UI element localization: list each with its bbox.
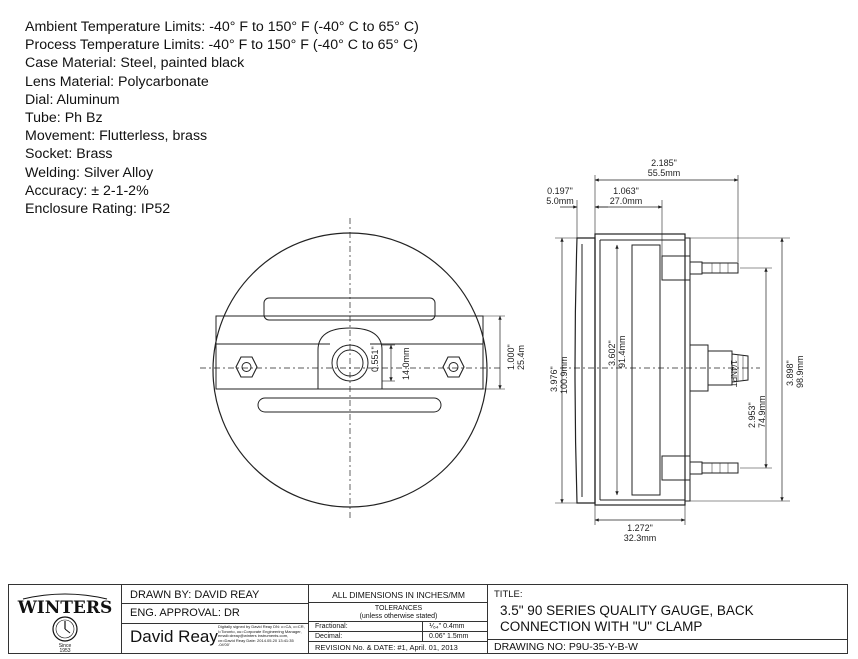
all-dimensions-note: ALL DIMENSIONS IN INCHES/MM <box>332 590 465 600</box>
bore-dimension-inch: 0.551" <box>370 346 380 372</box>
logo-cell: WINTERS Since 1953 <box>9 585 122 654</box>
logo-year: 1953 <box>59 648 70 653</box>
dial-diameter-mm: 91.4mm <box>617 335 627 368</box>
tolerances-heading: TOLERANCES <box>374 605 423 612</box>
spec-welding: Welding: Silver Alloy <box>25 164 154 181</box>
signature-note: Digitally signed by David Reay DN: c=CA,… <box>218 624 305 648</box>
outer-diameter-mm: 100.9mm <box>559 356 569 394</box>
bore-dimension-mm: 14.0mm <box>401 347 411 380</box>
overall-depth-inch: 2.185" <box>651 158 677 168</box>
decimal-value: 0.06" 1.5mm <box>429 633 469 640</box>
front-height-mm: 25.4m <box>516 345 526 370</box>
spec-process-temperature: Process Temperature Limits: -40° F to 15… <box>25 37 419 54</box>
specifications-list: Ambient Temperature Limits: -40° F to 15… <box>25 18 419 218</box>
fractional-label: Fractional: <box>315 623 348 630</box>
tolerances-cell: ALL DIMENSIONS IN INCHES/MM TOLERANCES (… <box>309 585 488 653</box>
case-depth-mm: 27.0mm <box>610 196 643 206</box>
title-line-1: 3.5" 90 SERIES QUALITY GAUGE, BACK <box>500 603 754 618</box>
logo-text: WINTERS <box>17 598 113 618</box>
thread-label: 1/4NPT <box>729 360 738 387</box>
decimal-label: Decimal: <box>315 633 343 640</box>
fractional-value: ⅟₆₄" 0.4mm <box>429 623 465 630</box>
flange-diameter-mm: 98.9mm <box>795 355 805 388</box>
approval-cell: DRAWN BY: DAVID REAY ENG. APPROVAL: DR D… <box>122 585 309 653</box>
tolerances-subheading: (unless otherwise stated) <box>359 613 438 620</box>
title-block: WINTERS Since 1953 DRAWN BY: DAVID REAY … <box>8 584 848 654</box>
bottom-dimension-mm: 32.3mm <box>624 533 657 543</box>
stud-spacing-mm: 74.9mm <box>757 395 767 428</box>
engineering-approval: ENG. APPROVAL: DR <box>130 607 240 619</box>
spec-movement: Movement: Flutterless, brass <box>25 128 208 145</box>
bezel-width-mm: 5.0mm <box>546 196 574 206</box>
title-label: TITLE: <box>494 589 523 600</box>
spec-dial: Dial: Aluminum <box>25 91 120 108</box>
dial-diameter-inch: 3.602" <box>607 340 617 366</box>
spec-case-material: Case Material: Steel, painted black <box>25 55 245 72</box>
spec-ambient-temperature: Ambient Temperature Limits: -40° F to 15… <box>25 19 419 35</box>
spec-socket: Socket: Brass <box>25 146 113 163</box>
spec-enclosure-rating: Enclosure Rating: IP52 <box>25 201 171 218</box>
title-cell: TITLE: 3.5" 90 SERIES QUALITY GAUGE, BAC… <box>488 585 847 653</box>
side-view: 1/4NPT 2.185" 55.5mm 0.197" 5.0mm 1.063"… <box>546 158 805 543</box>
title-line-2: CONNECTION WITH "U" CLAMP <box>500 619 703 634</box>
technical-drawing: 0.551" 14.0mm 1.000" 25.4m <box>200 158 805 543</box>
stud-spacing-inch: 2.953" <box>747 402 757 428</box>
signature: David Reay <box>130 627 218 646</box>
bottom-dimension-inch: 1.272" <box>627 523 653 533</box>
logo-since: Since <box>59 643 72 649</box>
case-depth-inch: 1.063" <box>613 186 639 196</box>
spec-lens-material: Lens Material: Polycarbonate <box>25 73 209 90</box>
outer-diameter-inch: 3.976" <box>549 366 559 392</box>
front-height-inch: 1.000" <box>506 344 516 370</box>
spec-tube: Tube: Ph Bz <box>25 110 103 127</box>
revision: REVISION No. & DATE: #1, April. 01, 2013 <box>315 643 458 652</box>
bezel-width-inch: 0.197" <box>547 186 573 196</box>
front-view: 0.551" 14.0mm 1.000" 25.4m <box>200 218 526 520</box>
drawn-by: DRAWN BY: DAVID REAY <box>130 589 260 601</box>
spec-accuracy: Accuracy: ± 2-1-2% <box>25 182 149 199</box>
drawing-number: DRAWING NO: P9U-35-Y-B-W <box>494 641 638 653</box>
winters-logo: WINTERS Since 1953 <box>17 593 113 654</box>
overall-depth-mm: 55.5mm <box>648 168 681 178</box>
flange-diameter-inch: 3.898" <box>785 360 795 386</box>
